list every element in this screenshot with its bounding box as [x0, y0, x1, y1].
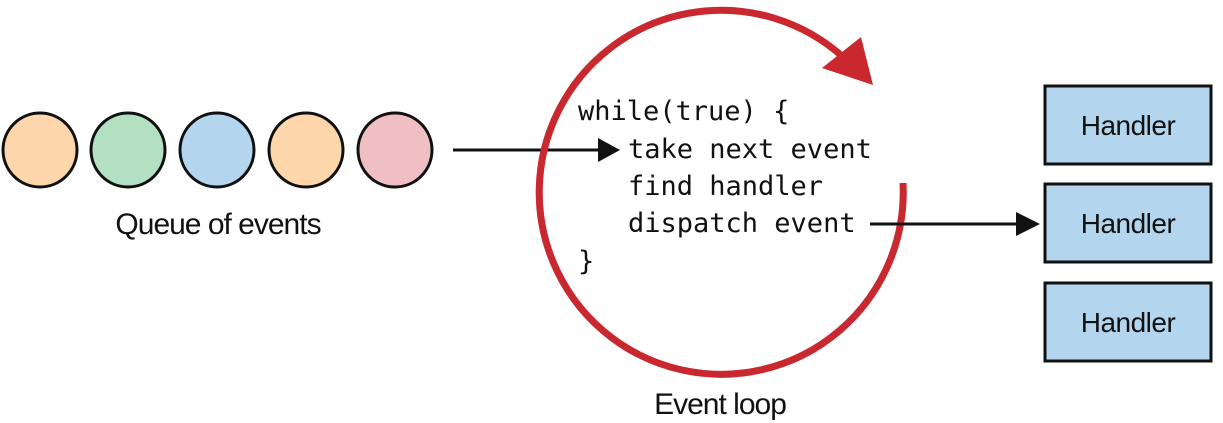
code-line-while: while(true) { — [578, 96, 789, 127]
queue-to-loop-arrow — [453, 138, 620, 162]
handler-list: Handler Handler Handler — [1043, 84, 1213, 363]
handler-box-2 — [1043, 182, 1213, 264]
handler-box-3 — [1043, 281, 1213, 363]
handler-label-3: Handler — [1081, 307, 1176, 338]
event-loop-cycle — [535, 6, 907, 378]
event-loop-label: Event loop — [654, 388, 786, 421]
queue-event-2 — [89, 111, 167, 189]
code-line-take-next-event: take next event — [628, 134, 872, 165]
code-line-close-brace: } — [578, 246, 594, 277]
queue-event-4 — [267, 111, 345, 189]
handler-box-1 — [1043, 84, 1213, 166]
queue-event-1 — [1, 111, 79, 189]
queue-label: Queue of events — [115, 208, 320, 241]
code-line-dispatch-event: dispatch event — [628, 208, 856, 239]
queue-event-3 — [178, 111, 256, 189]
handler-label-1: Handler — [1081, 110, 1176, 141]
event-queue: Queue of events — [1, 111, 434, 241]
handler-label-2: Handler — [1081, 208, 1176, 239]
queue-event-5 — [356, 111, 434, 189]
event-loop-code: while(true) { take next event find handl… — [578, 96, 872, 277]
code-line-find-handler: find handler — [628, 171, 823, 202]
dispatch-to-handler-arrow — [870, 212, 1040, 236]
